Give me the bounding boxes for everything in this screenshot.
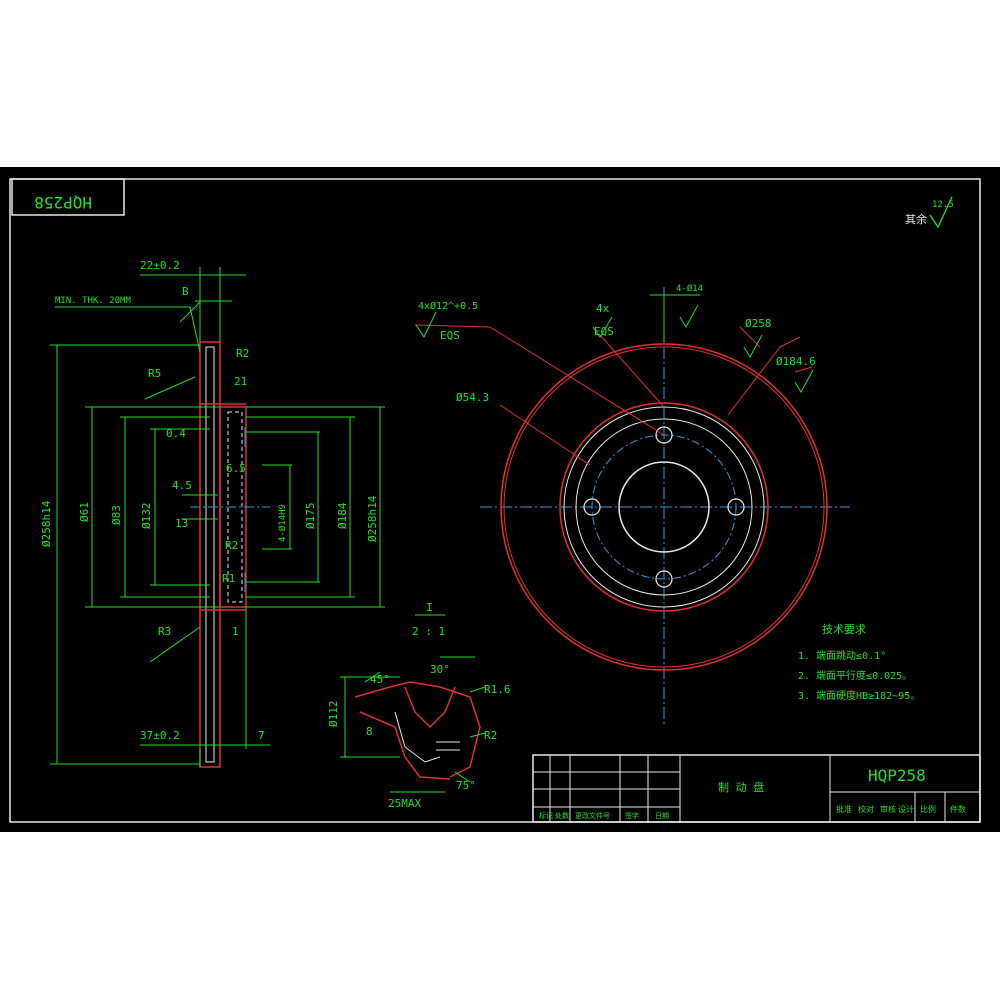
code-box bbox=[11, 178, 125, 216]
dia-175-label: Ø175 bbox=[304, 503, 317, 530]
detail-label: I bbox=[426, 601, 433, 614]
tech-requirements: 技术要求 1. 端面跳动≤0.1° 2. 端面平行度≤0.025。 3. 端面硬… bbox=[798, 623, 920, 702]
chamfer-label: B bbox=[182, 285, 189, 298]
d1-label: 1 bbox=[232, 625, 239, 638]
pcd-eqs-label: EQS bbox=[594, 325, 614, 338]
part-name: 制 动 盘 bbox=[718, 780, 764, 794]
min-thk-note: MIN. THK. 20MM bbox=[55, 296, 131, 306]
r83-label: R3 bbox=[158, 625, 171, 638]
sub-cell-5: 比例 bbox=[920, 804, 936, 814]
sub-cell-4: 设计 bbox=[898, 804, 914, 814]
section-view: 22±0.2 MIN. THK. 20MM B R2 21 R5 0.4 4.5… bbox=[40, 259, 385, 768]
front-view: 4xØ12^+0.5 EQS 4x EQS Ø54.3 Ø258 Ø184.6 … bbox=[414, 283, 850, 727]
detail-scale: 2 : 1 bbox=[412, 625, 445, 638]
part-code: HQP258 bbox=[868, 766, 926, 785]
detail-r2: R2 bbox=[484, 729, 497, 742]
rotated-part-code: HQP258 bbox=[34, 193, 92, 212]
pcd-note-label: 4x bbox=[596, 302, 610, 315]
angle-note-label: 4-Ø14 bbox=[676, 283, 703, 294]
roughness-value: 12.5 bbox=[932, 200, 954, 210]
left-cell-1: 标记 bbox=[539, 811, 553, 820]
dia-right-label: Ø258h14 bbox=[366, 495, 379, 542]
detail-view: I 2 : 1 30° 45° Ø112 R1.6 R2 75° bbox=[327, 601, 511, 810]
d21-label: 21 bbox=[234, 375, 247, 388]
tech-item-1: 1. 端面跳动≤0.1° bbox=[798, 649, 886, 662]
dia-83-label: Ø83 bbox=[110, 505, 123, 525]
d04-label: 0.4 bbox=[166, 427, 186, 440]
detail-angle-top: 30° bbox=[430, 663, 450, 676]
sub-cell-1: 批准 bbox=[836, 804, 852, 814]
cad-drawing: HQP258 其余 12.5 bbox=[0, 167, 1000, 832]
detail-r16: R1.6 bbox=[484, 683, 511, 696]
detail-angle-45: 45° bbox=[370, 673, 390, 686]
detail-width-bottom: 25MAX bbox=[388, 797, 421, 810]
left-cell-3: 更改文件号 bbox=[575, 811, 610, 820]
detail-dim-8: 8 bbox=[366, 725, 373, 738]
sub-cell-2: 校对 bbox=[858, 804, 874, 814]
tech-item-3: 3. 端面硬度HB≥182~95。 bbox=[798, 689, 920, 702]
sub-cell-3: 审核 bbox=[880, 804, 896, 814]
title-block: 标记 处数 更改文件号 签字 日期 制 动 盘 HQP258 批准 校对 审核 … bbox=[532, 754, 981, 823]
tech-title: 技术要求 bbox=[822, 623, 866, 636]
roughness-label: 其余 bbox=[905, 212, 927, 226]
detail-angle-bottom: 75° bbox=[456, 779, 476, 792]
left-cell-2: 处数 bbox=[555, 811, 569, 820]
bottom-dim: 37±0.2 bbox=[140, 729, 180, 742]
holes-eqs-label: EQS bbox=[440, 329, 460, 342]
left-cell-4: 签字 bbox=[625, 811, 639, 820]
roughness-icon bbox=[929, 196, 953, 229]
top-dim: 22±0.2 bbox=[140, 259, 180, 272]
dia-258-label: Ø258 bbox=[745, 317, 772, 330]
drawing-canvas: HQP258 其余 12.5 bbox=[9, 178, 981, 823]
d7-label: 7 bbox=[258, 729, 265, 742]
r-top-label: R2 bbox=[236, 347, 249, 360]
dia-132-label: Ø132 bbox=[140, 503, 153, 530]
dia-hole-label: 4-Ø14H9 bbox=[277, 504, 288, 542]
dia-54-label: Ø54.3 bbox=[456, 391, 489, 404]
drawing-frame bbox=[9, 178, 981, 823]
dia-outer-label: Ø258h14 bbox=[40, 500, 53, 547]
sub-cell-6: 件数 bbox=[950, 804, 966, 814]
r81-label: R1 bbox=[222, 572, 235, 585]
holes-label: 4xØ12^+0.5 bbox=[418, 300, 478, 312]
r-left-label: R5 bbox=[148, 367, 161, 380]
tech-item-2: 2. 端面平行度≤0.025。 bbox=[798, 669, 912, 682]
detail-dia-left: Ø112 bbox=[327, 701, 340, 728]
dia-184-label: Ø184 bbox=[336, 502, 349, 529]
r62-label: R2 bbox=[225, 539, 238, 552]
d65-label: 6.5 bbox=[226, 462, 246, 475]
d13-label: 13 bbox=[175, 517, 188, 530]
d45-label: 4.5 bbox=[172, 479, 192, 492]
dia-184-front-label: Ø184.6 bbox=[776, 355, 816, 368]
left-cell-5: 日期 bbox=[655, 812, 669, 820]
dia-61-label: Ø61 bbox=[78, 502, 91, 522]
